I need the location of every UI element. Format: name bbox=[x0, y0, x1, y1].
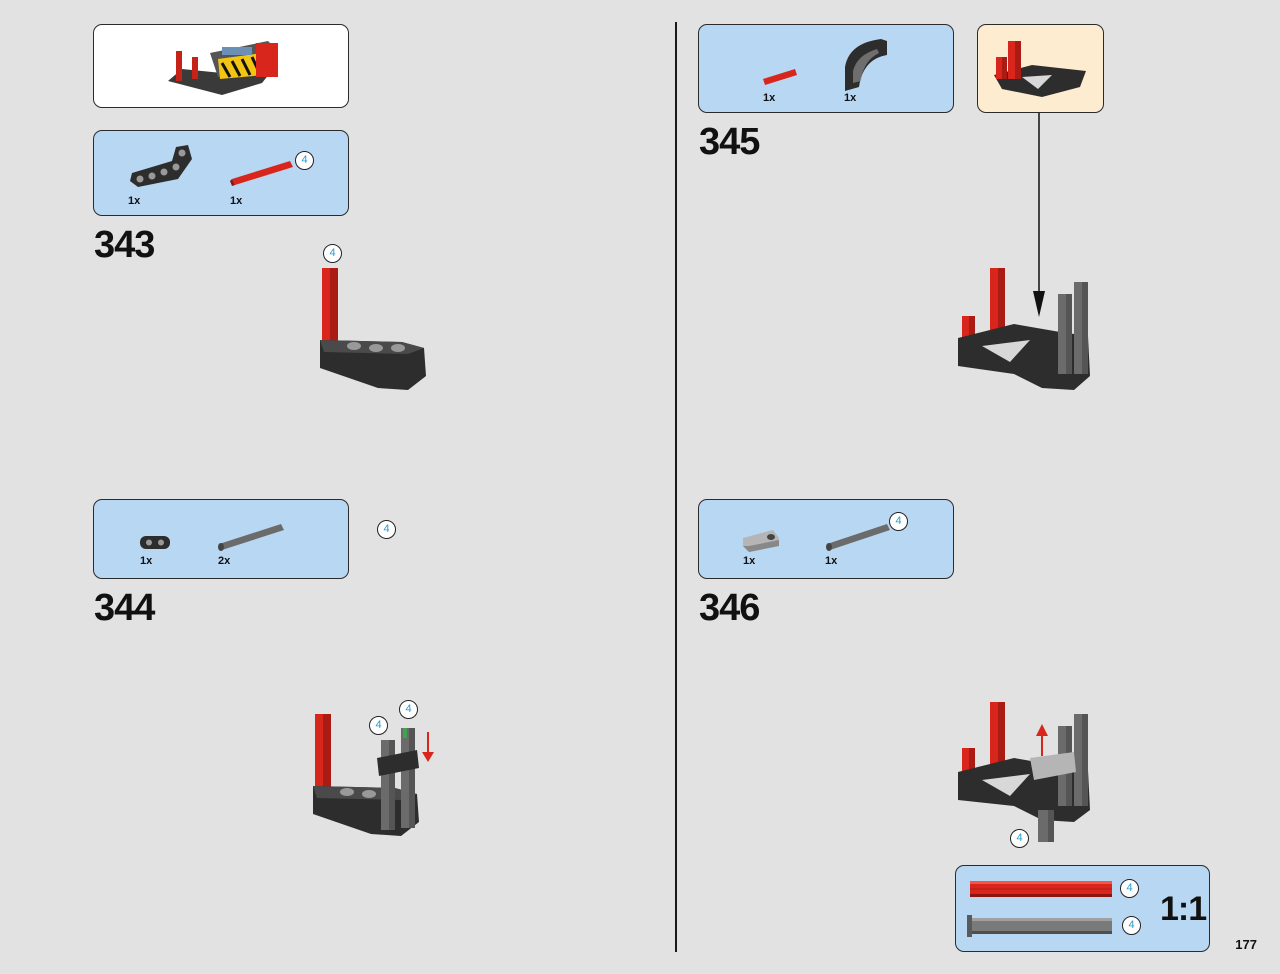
red-axle-scale-bar bbox=[970, 881, 1112, 897]
part-image-gray-axle bbox=[218, 524, 284, 551]
part-image-black-liftarm-bent bbox=[130, 145, 192, 187]
axle-length-callout: 4 bbox=[399, 700, 418, 719]
page-number: 177 bbox=[1235, 937, 1257, 952]
part-image-red-axle bbox=[230, 161, 293, 186]
axle-length-callout: 4 bbox=[1122, 916, 1141, 935]
axle-length-callout: 4 bbox=[1120, 879, 1139, 898]
part-quantity: 1x bbox=[140, 555, 153, 567]
part-quantity: 1x bbox=[825, 555, 838, 567]
parts-list-step-345: 1x 1x bbox=[698, 24, 954, 113]
insert-direction-arrow bbox=[422, 732, 434, 762]
axle-length-callout: 4 bbox=[889, 512, 908, 531]
part-quantity: 1x bbox=[743, 555, 756, 567]
step-number-345: 345 bbox=[699, 121, 760, 163]
step-number-343: 343 bbox=[94, 224, 155, 266]
step-number-344: 344 bbox=[94, 587, 155, 629]
assembly-image-step-345 bbox=[958, 268, 1090, 390]
assembly-image-step-344 bbox=[313, 714, 419, 836]
scale-guide-box: 4 4 1:1 bbox=[955, 865, 1210, 952]
assembly-image-step-343 bbox=[320, 268, 426, 390]
placement-arrow bbox=[1033, 113, 1045, 317]
part-quantity: 2x bbox=[218, 555, 231, 567]
part-image-gray-axle bbox=[826, 524, 890, 551]
axle-length-callout: 4 bbox=[377, 520, 396, 539]
assembly-image-step-346 bbox=[958, 702, 1090, 842]
submodel-image bbox=[994, 41, 1086, 97]
submodel-box-step-345 bbox=[977, 24, 1104, 113]
axle-length-callout: 4 bbox=[323, 244, 342, 263]
part-image-gray-connector bbox=[743, 530, 779, 552]
axle-length-callout: 4 bbox=[295, 151, 314, 170]
parts-list-step-344: 1x 2x 4 bbox=[93, 499, 396, 579]
gray-axle-scale-bar bbox=[967, 915, 1112, 937]
part-quantity: 1x bbox=[128, 195, 141, 207]
parts-list-step-346: 1x 1x 4 bbox=[698, 499, 954, 579]
part-quantity: 1x bbox=[844, 92, 857, 104]
step-number-346: 346 bbox=[699, 587, 760, 629]
axle-length-callout: 4 bbox=[1010, 829, 1029, 848]
part-image-black-curved-frame bbox=[845, 39, 887, 91]
part-image-black-connector bbox=[140, 536, 170, 549]
axle-length-callout: 4 bbox=[369, 716, 388, 735]
page-divider bbox=[675, 22, 677, 952]
submodel-preview-image bbox=[168, 41, 278, 95]
scale-ratio-label: 1:1 bbox=[1160, 890, 1207, 928]
submodel-preview-box bbox=[93, 24, 349, 108]
part-image-red-short-axle bbox=[763, 69, 797, 85]
part-quantity: 1x bbox=[230, 195, 243, 207]
part-quantity: 1x bbox=[763, 92, 776, 104]
parts-list-step-343: 1x 1x 4 bbox=[93, 130, 349, 216]
